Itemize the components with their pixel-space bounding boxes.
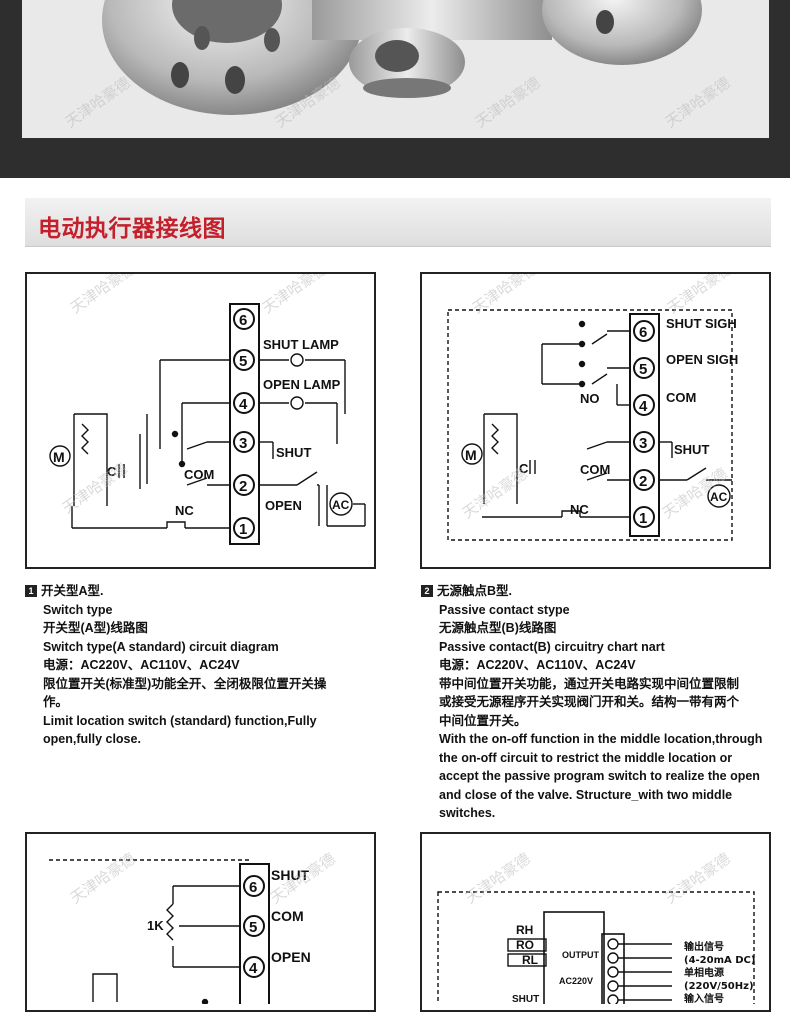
watermark: 天津哈豪德: [259, 274, 331, 317]
shut-label: SHUT: [674, 442, 709, 457]
terminal-1: 1: [233, 517, 255, 539]
power-note: 单相电源: [684, 966, 724, 979]
watermark: 天津哈豪德: [469, 274, 541, 317]
motor-label: M: [53, 449, 65, 465]
capacitor-label: C: [107, 464, 117, 479]
section-title: 电动执行器接线图: [38, 216, 226, 242]
svg-text:1: 1: [239, 521, 247, 538]
terminal-3: 3: [233, 431, 255, 453]
section-heading: 电动执行器接线图: [25, 198, 771, 247]
open-label: OPEN: [265, 498, 302, 513]
svg-text:4: 4: [639, 398, 648, 415]
watermark: 天津哈豪德: [67, 274, 139, 317]
terminal-5: 5: [633, 357, 655, 379]
watermark: 天津哈豪德: [462, 850, 534, 908]
open-sigh-label: OPEN SIGH: [666, 352, 738, 367]
watermark: 天津哈豪德: [67, 850, 139, 908]
rl-label: RL: [522, 953, 538, 967]
product-photo-band: 天津哈豪德 天津哈豪德 天津哈豪德 天津哈豪德: [0, 0, 790, 178]
watermark: 天津哈豪德: [59, 460, 131, 518]
watermark: 天津哈豪德: [459, 465, 531, 523]
output-signal-range-note: (4-20mA DC): [684, 955, 755, 966]
ac220v-label: AC220V: [559, 976, 593, 986]
caption-number: 2: [421, 585, 433, 597]
shut-sigh-label: SHUT SIGH: [666, 316, 737, 331]
com-label-2: COM: [580, 462, 610, 477]
terminal-4: 4: [243, 956, 265, 978]
valve-photo: 天津哈豪德 天津哈豪德 天津哈豪德 天津哈豪德: [22, 0, 769, 138]
svg-text:5: 5: [249, 919, 257, 936]
watermark: 天津哈豪德: [662, 74, 734, 132]
terminal-6: 6: [633, 320, 655, 342]
wiring-diagram-a: 6 5 4 3 2 1 SHUT LAMP OPEN LAMP SHUT OPE…: [25, 272, 376, 569]
nc-label: NC: [175, 503, 194, 518]
com-label: COM: [271, 908, 304, 924]
nc-label: NC: [570, 502, 589, 517]
terminal-2: 2: [633, 469, 655, 491]
terminal-4: 4: [233, 392, 255, 414]
ac-source-label: AC: [332, 498, 350, 512]
wiring-diagram-b: 6 5 4 3 2 1 SHUT SIGH OPEN SIGH COM NO S…: [420, 272, 771, 569]
resistor-1k-label: 1K: [147, 918, 164, 933]
open-lamp-label: OPEN LAMP: [263, 377, 341, 392]
output-signal-note: 输出信号: [684, 940, 724, 953]
terminal-6: 6: [243, 875, 265, 897]
power-spec-note: (220V/50Hz): [684, 981, 754, 992]
rh-label: RH: [516, 923, 533, 937]
shut-label: SHUT: [512, 994, 539, 1004]
com-label: COM: [184, 467, 214, 482]
watermark: 天津哈豪德: [664, 274, 736, 317]
terminal-5: 5: [243, 915, 265, 937]
shut-lamp-label: SHUT LAMP: [263, 337, 339, 352]
open-label: OPEN: [271, 949, 311, 965]
capacitor-label: C: [519, 461, 529, 476]
terminal-2: 2: [233, 474, 255, 496]
svg-text:4: 4: [249, 960, 258, 977]
svg-text:6: 6: [249, 879, 257, 896]
shut-label: SHUT: [276, 445, 311, 460]
svg-text:6: 6: [239, 312, 247, 329]
svg-text:2: 2: [639, 473, 647, 490]
watermark: 天津哈豪德: [472, 74, 544, 132]
watermark: 天津哈豪德: [62, 74, 134, 132]
input-signal-note: 输入信号: [684, 992, 724, 1004]
terminal-1: 1: [633, 506, 655, 528]
watermark: 天津哈豪德: [662, 850, 734, 908]
svg-text:2: 2: [239, 478, 247, 495]
svg-text:3: 3: [239, 435, 247, 452]
terminal-3: 3: [633, 431, 655, 453]
terminal-6: 6: [233, 308, 255, 330]
svg-text:6: 6: [639, 324, 647, 341]
wiring-diagram-c: 6 5 4 SHUT COM OPEN 1K 天津哈豪德 天津哈豪德: [25, 832, 376, 1012]
shut-label: SHUT: [271, 867, 310, 883]
ro-label: RO: [516, 938, 534, 952]
svg-text:5: 5: [639, 361, 647, 378]
no-label: NO: [580, 391, 600, 406]
svg-text:4: 4: [239, 396, 248, 413]
terminal-4: 4: [633, 394, 655, 416]
motor-label: M: [465, 447, 477, 463]
output-label: OUTPUT: [562, 950, 600, 960]
terminal-5: 5: [233, 349, 255, 371]
ac-source-label: AC: [710, 490, 728, 504]
com-label: COM: [666, 390, 696, 405]
svg-text:3: 3: [639, 435, 647, 452]
wiring-diagram-d: RH RO RL OUTPUT AC220V SHUT 输出信号 (4-20mA…: [420, 832, 771, 1012]
caption-number: 1: [25, 585, 37, 597]
svg-text:5: 5: [239, 353, 247, 370]
svg-text:1: 1: [639, 510, 647, 527]
